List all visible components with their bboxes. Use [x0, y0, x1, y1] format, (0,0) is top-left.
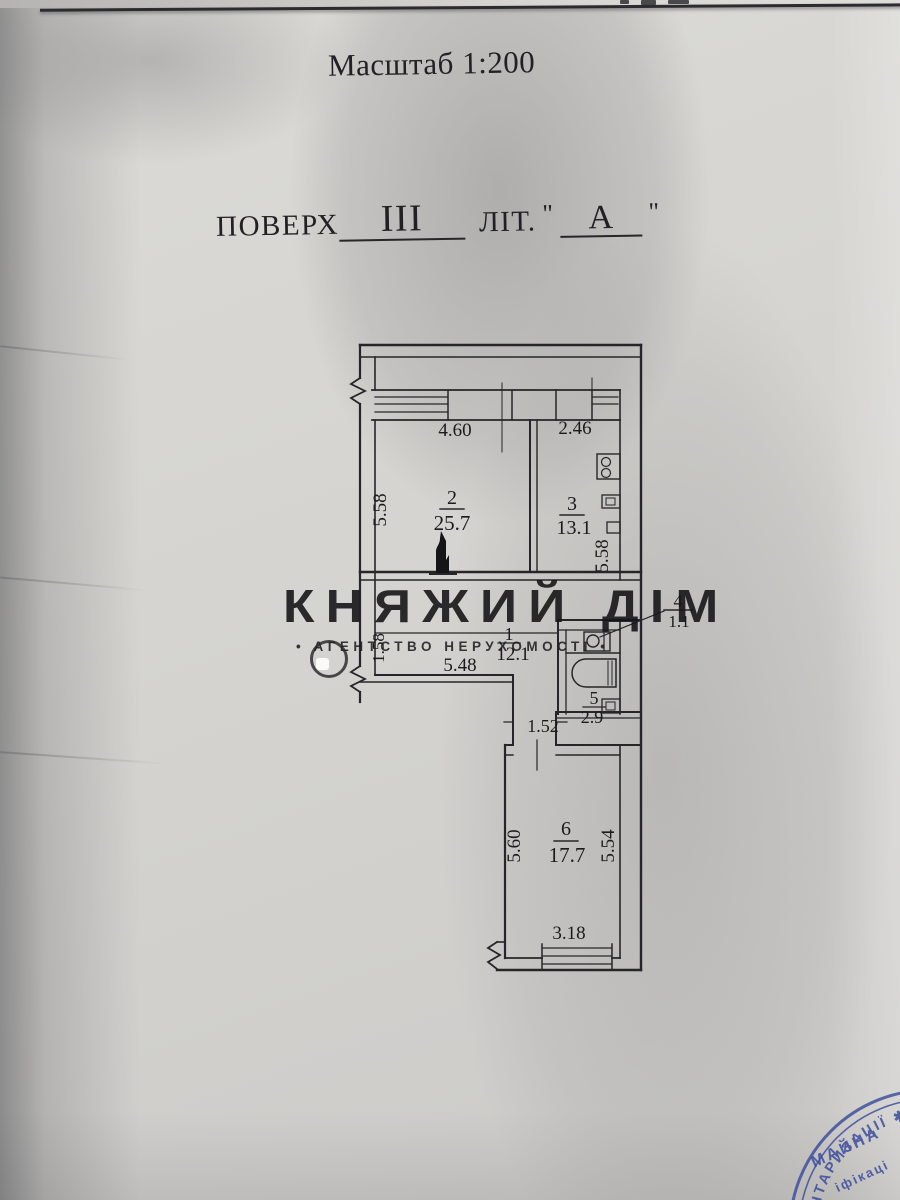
- window-room3: [591, 396, 619, 405]
- dim-left-upper: 5.58: [370, 493, 391, 526]
- room1-area: 12.1: [496, 644, 529, 665]
- cut-text-mark: [641, 0, 656, 5]
- room1-number: 1: [505, 624, 514, 644]
- room4-number: 4: [674, 591, 683, 611]
- watermark-agency-name: КНЯЖИЙ ДІМ: [283, 580, 730, 632]
- dim-room6-window: 3.18: [552, 923, 585, 944]
- room2-area: 25.7: [434, 511, 471, 535]
- agency-logo-icon: [310, 640, 348, 678]
- dim-passage: 1.52: [527, 716, 559, 736]
- wall-break-symbol-top-left: [349, 376, 368, 406]
- room4-area: 1.1: [668, 612, 689, 631]
- cut-text-mark: [668, 0, 689, 4]
- window-room2: [374, 396, 449, 413]
- room6-area: 17.7: [549, 843, 586, 867]
- sink-icon: [601, 698, 621, 714]
- wall-break-symbol-left: [349, 664, 368, 694]
- room5-area: 2.9: [581, 707, 604, 727]
- room3-number: 3: [567, 493, 577, 515]
- vent-shaft-icon: [436, 531, 449, 573]
- watermark-agency-subtitle: • АГЕНТСТВО НЕРУХОМОСТІ •: [296, 639, 610, 654]
- room3-area: 13.1: [557, 517, 592, 539]
- dim-right-upper: 5.58: [592, 539, 613, 572]
- dim-hall-width: 1.58: [369, 633, 388, 663]
- leader-line-room4: [599, 610, 665, 638]
- room6-number: 6: [561, 818, 571, 840]
- room5-number: 5: [590, 688, 599, 708]
- stove-icon: [596, 453, 621, 480]
- cut-text-mark: [620, 0, 629, 4]
- dim-room6-right: 5.54: [598, 829, 619, 863]
- window-room6: [541, 947, 613, 965]
- wall-fixture-icon: [601, 494, 621, 534]
- dim-room6-left: 5.60: [504, 829, 525, 862]
- page-above-edge: [0, 0, 900, 8]
- bathtub-icon: [571, 658, 617, 688]
- wall-break-symbol-bottom-left: [486, 940, 502, 971]
- dim-top-left: 4.60: [438, 420, 471, 441]
- room2-number: 2: [447, 487, 457, 509]
- dim-top-right: 2.46: [558, 418, 591, 439]
- dim-hall-length: 5.48: [443, 655, 476, 676]
